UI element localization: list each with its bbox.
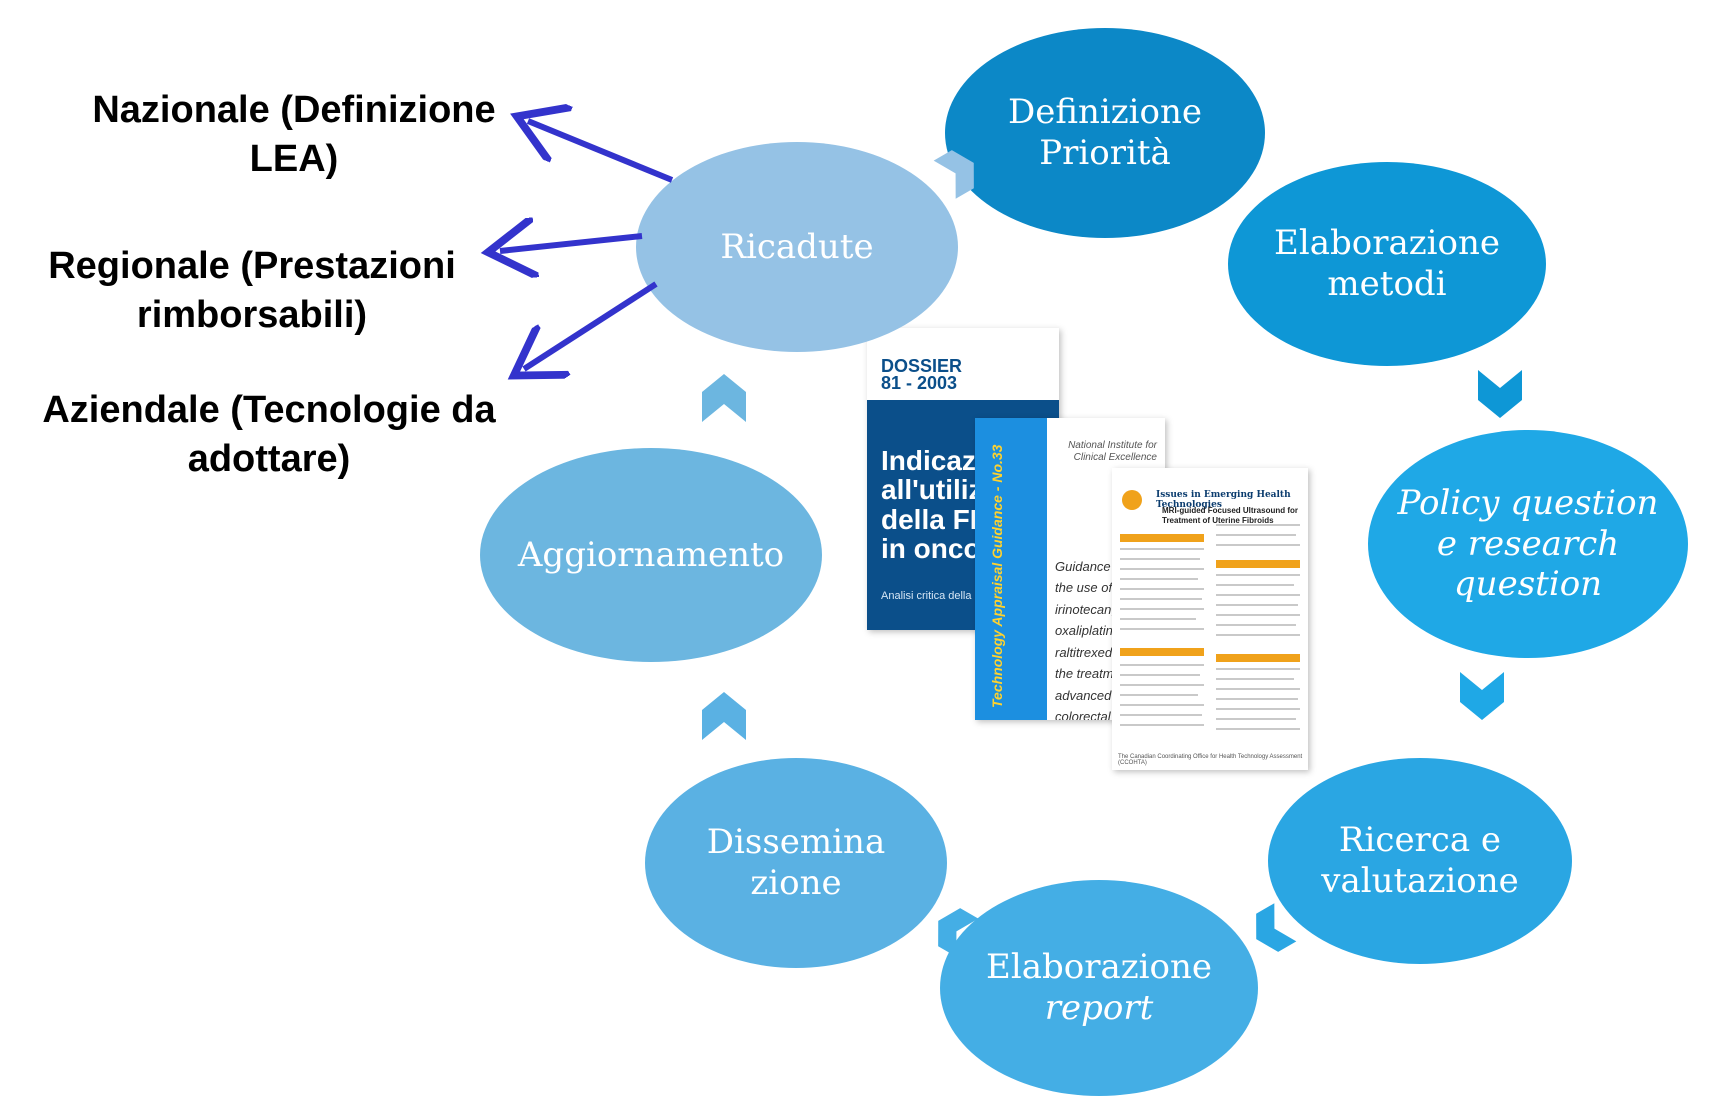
ccohta-subtitle: MRI-guided Focused Ultrasound for Treatm… [1162, 506, 1298, 525]
status-heading-bar [1216, 560, 1300, 568]
node-aggiornamento: Aggiornamento [480, 448, 822, 662]
dossier-header: DOSSIER 81 - 2003 [867, 328, 1059, 400]
node-label: Ricadute [720, 226, 874, 267]
outcome-nazionale: Nazionale (Definizione LEA) [92, 89, 496, 181]
arrow-to-aziendale [524, 281, 658, 369]
node-label: Policy question e research question [1397, 482, 1659, 605]
text-line [1216, 534, 1296, 536]
node-label: Dissemina zione [706, 822, 886, 903]
ccohta-document-thumbnail: Issues in Emerging Health Technologies M… [1112, 468, 1308, 770]
chevron-arrow-icon [702, 692, 746, 740]
text-line [1120, 628, 1204, 630]
chevron-arrow-icon [1256, 903, 1297, 952]
text-line [1120, 664, 1204, 666]
ccohta-footer: The Canadian Coordinating Office for Hea… [1118, 754, 1303, 766]
node-disseminazione: Dissemina zione [645, 758, 947, 968]
node-elaborazione-report: Elaborazione report [940, 880, 1258, 1096]
text-line [1216, 614, 1300, 616]
node-definizione-priorita: Definizione Priorità [945, 28, 1265, 238]
outcome-aziendale: Aziendale (Tecnologie da adottare) [42, 389, 496, 481]
chevron-arrow-icon [1478, 370, 1522, 418]
text-line [1216, 584, 1294, 586]
node-ricerca-valutazione: Ricerca e valutazione [1268, 758, 1572, 964]
text-line [1216, 718, 1296, 720]
dossier-label: DOSSIER 81 - 2003 [881, 356, 963, 394]
text-line [1120, 704, 1204, 706]
arrow-to-regionale [500, 236, 643, 251]
text-line [1216, 708, 1300, 710]
dossier-subtitle: Analisi critica della lettera [881, 590, 1006, 602]
text-line [1216, 698, 1298, 700]
arrow-to-nazionale [528, 121, 674, 183]
text-line [1216, 624, 1296, 626]
node-ricadute: Ricadute [636, 142, 958, 352]
node-label: Elaborazione metodi [1274, 223, 1500, 304]
text-line [1120, 618, 1196, 620]
text-line [1216, 668, 1300, 670]
patient-heading-bar [1216, 654, 1300, 662]
node-label: Ricerca e valutazione [1321, 820, 1519, 901]
chevron-arrow-icon [933, 150, 974, 199]
nice-org-name: National Institute for Clinical Excellen… [1068, 440, 1157, 463]
text-line [1120, 578, 1198, 580]
chevron-arrow-icon [1460, 672, 1504, 720]
text-line [1216, 678, 1294, 680]
outcome-regionale: Regionale (Prestazioni rimborsabili) [48, 245, 456, 337]
node-elaborazione-metodi: Elaborazione metodi [1228, 162, 1546, 366]
text-line [1120, 558, 1200, 560]
summary-heading-bar [1120, 534, 1204, 542]
node-label: Elaborazione [986, 947, 1212, 988]
text-line [1216, 728, 1300, 730]
text-line [1120, 714, 1202, 716]
text-line [1120, 598, 1202, 600]
node-policy-question: Policy question e research question [1368, 430, 1688, 658]
text-line [1120, 588, 1204, 590]
chevron-arrow-icon [702, 374, 746, 422]
node-label: Aggiornamento [517, 534, 785, 575]
chevron-arrow-icon [938, 908, 979, 957]
node-label: Definizione Priorità [1007, 92, 1203, 173]
technology-heading-bar [1120, 648, 1204, 656]
text-line [1216, 574, 1300, 576]
nice-side-band [975, 418, 1047, 720]
text-line [1216, 604, 1298, 606]
text-line [1120, 724, 1204, 726]
text-line [1216, 688, 1300, 690]
text-line [1120, 684, 1204, 686]
text-line [1120, 674, 1200, 676]
text-line [1120, 694, 1198, 696]
maple-leaf-icon [1122, 490, 1142, 510]
text-line [1216, 544, 1300, 546]
ccohta-title: Issues in Emerging Health Technologies [1156, 490, 1291, 510]
text-line [1120, 548, 1204, 550]
node-label-italic: report [1044, 988, 1154, 1028]
text-line [1216, 634, 1300, 636]
text-line [1120, 568, 1204, 570]
text-line [1216, 594, 1300, 596]
text-line [1120, 608, 1204, 610]
text-line [1216, 524, 1300, 526]
